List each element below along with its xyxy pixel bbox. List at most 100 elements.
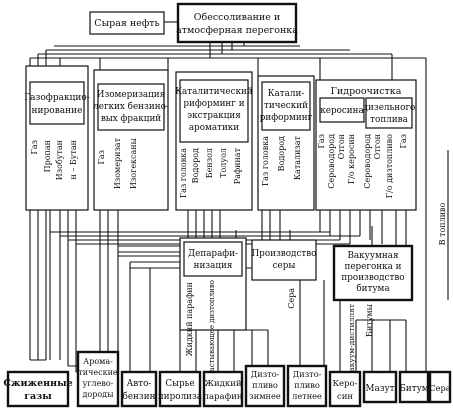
crude-oil-box: Сырая нефть — [89, 11, 165, 35]
svg-text:Сера: Сера — [429, 383, 450, 393]
svg-text:Сырье: Сырье — [165, 379, 194, 389]
flow-labels: Газ Пропан Изобутан н – Бутан Газ Изомер… — [30, 134, 447, 399]
product-winter-diesel: Дизто- пливо зимнее — [244, 364, 286, 408]
product-sulfur: Сера — [428, 370, 452, 404]
svg-text:дизельного: дизельного — [363, 103, 416, 113]
flow-label-ht-h2s2: Сероводород — [363, 134, 372, 189]
product-pyrolysis-feed: Сырье пиролиза — [158, 370, 202, 408]
product-kerosene: Керо- син — [328, 370, 362, 408]
svg-text:керосина: керосина — [320, 106, 364, 116]
svg-text:газы: газы — [24, 391, 52, 402]
svg-text:атмосферная перегонка: атмосферная перегонка — [176, 25, 298, 36]
svg-text:парафин: парафин — [203, 392, 243, 402]
svg-text:Битум: Битум — [399, 384, 428, 394]
gas-fractionation-box: Газофракцио- нирование — [24, 65, 90, 211]
svg-text:пливо: пливо — [294, 380, 320, 390]
dewaxing-box: Депарафи- низация — [179, 237, 247, 331]
svg-text:тический: тический — [264, 101, 308, 111]
svg-text:Гидроочистка: Гидроочистка — [331, 86, 402, 97]
svg-text:Мазут: Мазут — [365, 384, 394, 394]
svg-text:топлива: топлива — [370, 115, 408, 125]
flow-label-gf-propane: Пропан — [43, 140, 52, 172]
product-fuel-oil: Мазут — [362, 370, 398, 404]
flow-label-iso-gas: Газ — [97, 150, 106, 164]
flow-label-cra-hydrogen: Водород — [191, 148, 200, 183]
isomerization-box: Изомеризация легких бензино- вых фракций — [93, 69, 169, 211]
flow-label-gf-isobutane: Изобутан — [55, 140, 64, 180]
svg-text:Газофракцио-: Газофракцио- — [24, 93, 90, 103]
svg-text:риформинг и: риформинг и — [183, 99, 244, 109]
flow-label-cr-hydrogen: Водород — [277, 136, 286, 171]
product-gasoline: Авто- бензин — [120, 370, 158, 408]
svg-text:Производство: Производство — [252, 249, 317, 259]
svg-text:вых фракций: вых фракций — [101, 114, 161, 124]
svg-text:Катали-: Катали- — [268, 89, 305, 99]
vacuum-bitumen-box: Вакуумная перегонка и производство битум… — [332, 244, 414, 302]
svg-text:экстракция: экстракция — [187, 111, 241, 121]
svg-text:Вакуумная: Вакуумная — [347, 251, 399, 261]
svg-text:зимнее: зимнее — [249, 391, 281, 401]
svg-text:пливо: пливо — [252, 380, 278, 390]
product-aromatics: Арома- тические углево- дороды — [76, 350, 120, 408]
svg-text:Сырая нефть: Сырая нефть — [94, 18, 159, 29]
svg-text:битума: битума — [356, 283, 389, 294]
product-liquefied-gases: Сжиженные газы — [3, 370, 73, 408]
svg-text:низация: низация — [194, 261, 233, 271]
svg-text:риформинг: риформинг — [260, 113, 313, 123]
flow-label-cra-toluene: Толуол — [219, 148, 228, 178]
sulfur-production-box: Производство серы — [251, 239, 317, 281]
svg-text:Сжиженные: Сжиженные — [3, 378, 72, 389]
svg-text:летнее: летнее — [292, 391, 322, 401]
flow-label-ht-diesel: Г/о дизтопливо — [385, 134, 394, 198]
flow-label-cr-gas-head: Газ головка — [261, 136, 270, 186]
svg-text:тические: тические — [78, 368, 118, 377]
flow-label-iso-isomerate: Изомеризат — [113, 137, 122, 189]
svg-text:перегонка и: перегонка и — [344, 262, 401, 272]
flow-label-cra-raffinate: Рафинат — [233, 147, 242, 184]
product-summer-diesel: Дизто- пливо летнее — [286, 364, 328, 408]
svg-text:Дизто-: Дизто- — [293, 369, 322, 379]
svg-text:производство: производство — [341, 273, 404, 283]
svg-text:легких бензино-: легких бензино- — [93, 101, 169, 112]
flow-label-gf-nbutane: н – Бутан — [69, 140, 78, 180]
product-liquid-paraffins: Жидкий парафин — [202, 370, 244, 408]
svg-text:Депарафи-: Депарафи- — [188, 249, 238, 259]
flow-label-dw-low-pour-diesel: Низкозастывающее дизтопливо — [208, 280, 216, 399]
svg-text:дороды: дороды — [83, 390, 115, 399]
flow-label-gf-gas: Газ — [30, 140, 39, 154]
flow-label-cr-catalysate: Катализат — [293, 135, 302, 180]
desalting-box: Обессоливание и атмосферная перегонка — [176, 2, 298, 44]
flow-label-vb-bitumen: Битумы — [365, 303, 374, 337]
flow-label-ht-stripping1: Отгон — [337, 134, 346, 159]
cat-reforming-box: Катали- тический риформинг — [257, 75, 315, 211]
flow-label-ht-h2s1: Сероводород — [327, 134, 336, 189]
flow-label-sp-sulfur: Сера — [287, 288, 296, 309]
svg-text:углево-: углево- — [83, 379, 114, 388]
flow-label-to-fuel: В топливо — [438, 202, 447, 245]
svg-text:бензин: бензин — [123, 391, 156, 402]
product-bitumen: Битум — [398, 370, 430, 404]
flow-label-dw-paraffins: Жидкий парафин — [185, 282, 194, 356]
svg-text:син: син — [337, 392, 353, 402]
flow-label-vb-vacuum-distillate: Вакуум-дистиллят — [347, 304, 356, 377]
flow-label-ht-gas1: Газ — [317, 134, 326, 148]
flow-label-ht-kerosene: Г/о керосин — [347, 134, 356, 184]
flow-label-ht-stripping2: Отгон — [373, 134, 382, 159]
svg-text:ароматики: ароматики — [189, 123, 239, 133]
svg-text:Керо-: Керо- — [332, 379, 357, 389]
svg-text:серы: серы — [273, 261, 296, 271]
svg-text:Жидкий: Жидкий — [204, 379, 241, 389]
svg-text:нирование: нирование — [32, 106, 83, 116]
svg-text:Каталитический: Каталитический — [175, 87, 253, 97]
hydrotreating-box: Гидроочистка керосина дизельного топлива — [315, 79, 417, 211]
svg-text:Арома-: Арома- — [83, 357, 113, 366]
cat-reforming-aromatics-box: Каталитический риформинг и экстракция ар… — [175, 71, 253, 211]
svg-text:пиролиза: пиролиза — [158, 392, 202, 402]
flow-label-iso-isogasoline: Изогексаны — [129, 137, 138, 189]
flow-label-cra-gas-head: Газ головка — [179, 148, 188, 198]
flow-label-ht-gas2: Газ — [399, 134, 408, 148]
svg-text:Авто-: Авто- — [127, 379, 152, 389]
svg-text:Дизто-: Дизто- — [251, 369, 280, 379]
